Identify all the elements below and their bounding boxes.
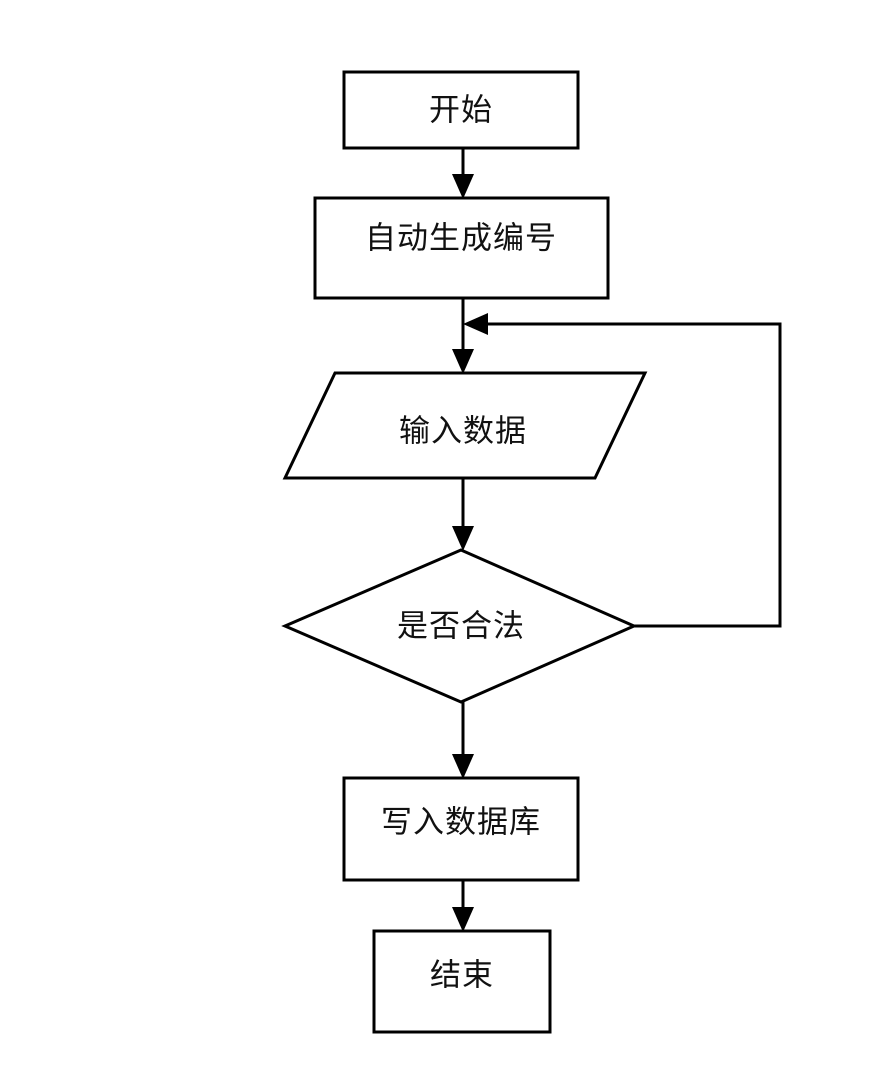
edge-decision-loopback-to-input xyxy=(463,313,782,628)
edge-decision-to-write xyxy=(452,702,474,779)
node-input-data-shape[interactable] xyxy=(282,371,648,480)
edge-write-to-end xyxy=(452,880,474,932)
node-auto-generate-number-shape[interactable] xyxy=(313,196,610,300)
edge-start-to-auto-generate xyxy=(452,148,474,199)
node-write-to-database-shape[interactable] xyxy=(342,776,580,882)
node-is-valid-shape[interactable] xyxy=(281,548,638,704)
node-end-shape[interactable] xyxy=(372,929,552,1034)
edge-input-to-decision xyxy=(452,478,474,551)
node-start-shape[interactable] xyxy=(342,70,580,150)
edge-auto-generate-to-input xyxy=(452,298,474,374)
